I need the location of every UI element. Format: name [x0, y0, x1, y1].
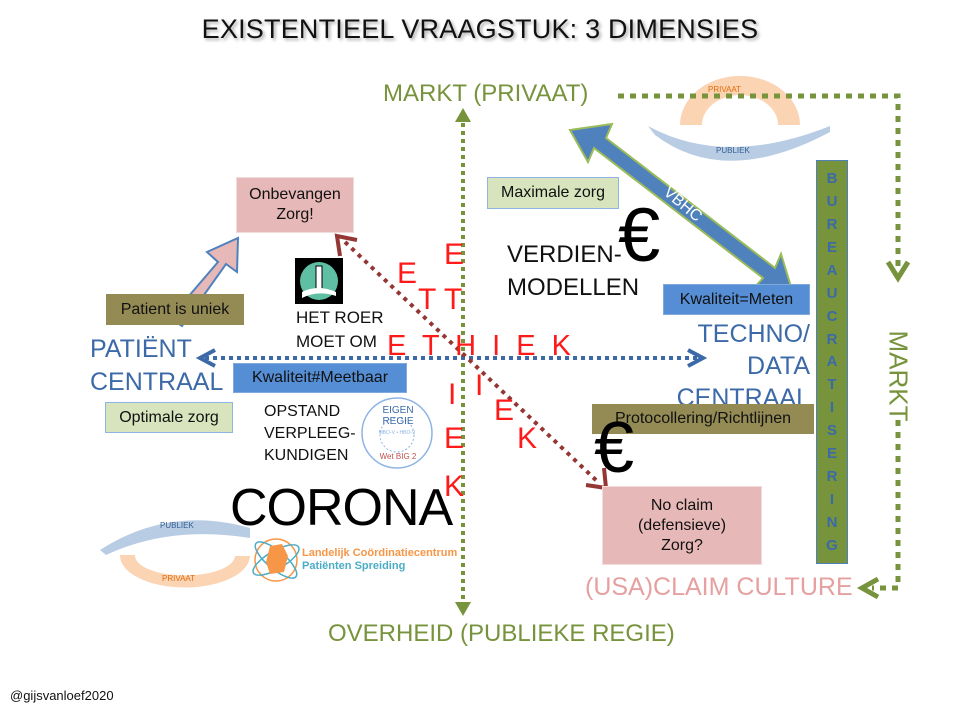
claim-culture-label: (USA)CLAIM CULTURE — [585, 573, 853, 601]
arc-publiek-shape — [648, 126, 830, 161]
axis-label-right-line1: TECHNO/ — [697, 320, 811, 348]
ethiek-diagonal-i: I — [475, 369, 484, 402]
ethiek-diagonal-t: T — [418, 283, 437, 316]
market-vertical-label: MARKT — [883, 330, 914, 422]
axis-label-left-line2: CENTRAAL — [90, 368, 224, 396]
opstand-line1: OPSTAND — [264, 403, 341, 420]
bureaucratisering-bar: B U R E A U C R A T I S E R I N G — [816, 160, 848, 564]
box-optimale-zorg: Optimale zorg — [105, 402, 233, 433]
lcps-line2: Patiënten Spreiding — [302, 560, 406, 572]
arc-bottom-lower-label: PRIVAAT — [162, 574, 196, 583]
arc-bottom-upper-label: PUBLIEK — [160, 521, 194, 530]
bur-letter: G — [826, 536, 838, 554]
bur-letter: R — [826, 468, 838, 486]
opstand-line3: KUNDIGEN — [264, 447, 349, 464]
euro-icon-top: € — [618, 193, 661, 278]
box-noclaim-line3: Zorg? — [661, 536, 703, 554]
ethiek-horizontal: E T H I E K — [387, 330, 575, 362]
bur-letter: T — [827, 376, 837, 394]
verdien-line2: MODELLEN — [507, 274, 640, 301]
ethiek-vertical-k: K — [444, 470, 465, 503]
axis-label-left: PATIËNT CENTRAAL — [90, 333, 223, 399]
verdien-line1: VERDIEN- — [507, 241, 622, 268]
bur-letter: S — [826, 422, 837, 440]
ethiek-vertical-e2: E — [444, 422, 465, 455]
bur-letter: U — [826, 284, 838, 302]
ethiek-vertical-e1: E — [444, 238, 465, 271]
verdienmodellen-label: VERDIEN- MODELLEN — [507, 238, 639, 304]
axis-label-bottom: OVERHEID (PUBLIEKE REGIE) — [328, 620, 675, 647]
eigen-regie-mid-text: MBO-V • HBO-V — [378, 430, 416, 436]
box-kwaliteit-meetbaar: Kwaliteit#Meetbaar — [233, 363, 407, 393]
box-no-claim-zorg: No claim (defensieve) Zorg? — [602, 486, 762, 565]
het-roer-line1: HET ROER — [296, 308, 384, 327]
axis-arrow-up-icon — [455, 108, 471, 122]
bur-letter: I — [829, 491, 835, 509]
bur-letter: R — [826, 330, 838, 348]
arc-privaat-shape — [119, 555, 251, 588]
ethiek-diagonal-k: K — [517, 422, 538, 455]
het-roer-label: HET ROER MOET OM — [296, 306, 384, 354]
box-onbevangen-line2: Zorg! — [276, 206, 314, 223]
arc-publiek-privaat-bottom — [100, 520, 251, 588]
bur-letter: N — [826, 514, 838, 532]
market-loop-top — [618, 93, 901, 272]
axis-label-left-line1: PATIËNT — [90, 335, 192, 363]
bur-letter: C — [826, 307, 838, 325]
corona-label: CORONA — [230, 479, 453, 537]
bur-letter: E — [826, 445, 837, 463]
page-title: EXISTENTIEEL VRAAGSTUK: 3 DIMENSIES — [201, 14, 759, 44]
lcps-logo-icon — [252, 538, 300, 582]
arc-publiek-shape — [100, 520, 250, 555]
box-patient-uniek: Patient is uniek — [106, 294, 244, 325]
claim-arrow-icon — [856, 576, 880, 600]
axis-label-top: MARKT (PRIVAAT) — [383, 80, 589, 107]
ethiek-vertical-t: T — [444, 283, 463, 316]
ethiek-diagonal-e2: E — [494, 394, 515, 427]
bur-letter: R — [826, 215, 838, 233]
box-kwaliteit-meten: Kwaliteit=Meten — [663, 284, 810, 315]
market-loop-arrow-icon — [885, 260, 911, 283]
bur-letter: I — [829, 399, 835, 417]
bur-letter: U — [826, 192, 838, 210]
euro-icon-bottom: € — [594, 408, 635, 488]
eigen-regie-bottom-text: Wet BIG 2 — [379, 452, 417, 461]
arc-privaat-publiek-top — [648, 75, 830, 161]
opstand-label: OPSTAND VERPLEEG- KUNDIGEN — [264, 401, 356, 467]
eigen-regie-top-text: EIGEN REGIE — [382, 405, 414, 427]
het-roer-line2: MOET OM — [296, 332, 377, 351]
bur-letter: A — [826, 261, 838, 279]
ethiek-vertical-i: I — [448, 378, 457, 411]
arc-privaat-shape — [680, 75, 800, 125]
footer-handle: @gijsvanloef2020 — [10, 688, 114, 703]
box-onbevangen-line1: Onbevangen — [249, 186, 341, 203]
arc-top-lower-label: PUBLIEK — [716, 146, 750, 155]
eigen-regie-seal-icon — [361, 397, 433, 469]
axis-arrow-left-icon — [195, 348, 216, 368]
lcps-line1: Landelijk Coördinatiecentrum — [302, 547, 458, 559]
arc-top-upper-label: PRIVAAT — [708, 85, 742, 94]
box-maximale-zorg: Maximale zorg — [487, 177, 619, 209]
axis-arrow-right-icon — [687, 348, 708, 368]
market-loop-bottom — [872, 420, 901, 591]
box-onbevangen-zorg: Onbevangen Zorg! — [236, 177, 354, 233]
axis-label-right: TECHNO/ DATA CENTRAAL — [600, 318, 810, 414]
lcps-label: Landelijk Coördinatiecentrum Patiënten S… — [302, 547, 457, 573]
opstand-line2: VERPLEEG- — [264, 425, 356, 442]
bur-letter: E — [826, 238, 837, 256]
axis-arrow-down-icon — [455, 602, 471, 616]
ethiek-diagonal-e1: E — [397, 257, 418, 290]
axis-label-right-line2: DATA — [747, 352, 810, 380]
box-noclaim-line2: (defensieve) — [637, 516, 727, 534]
bur-letter: A — [826, 353, 838, 371]
bur-letter: B — [826, 169, 838, 187]
box-protocollering: Protocollering/Richtlijnen — [592, 404, 814, 434]
diagonal-ethics-line — [343, 240, 600, 484]
diagonal-arrow-up-icon — [334, 233, 358, 257]
lighthouse-icon — [295, 258, 343, 304]
box-noclaim-line1: No claim — [650, 496, 714, 514]
